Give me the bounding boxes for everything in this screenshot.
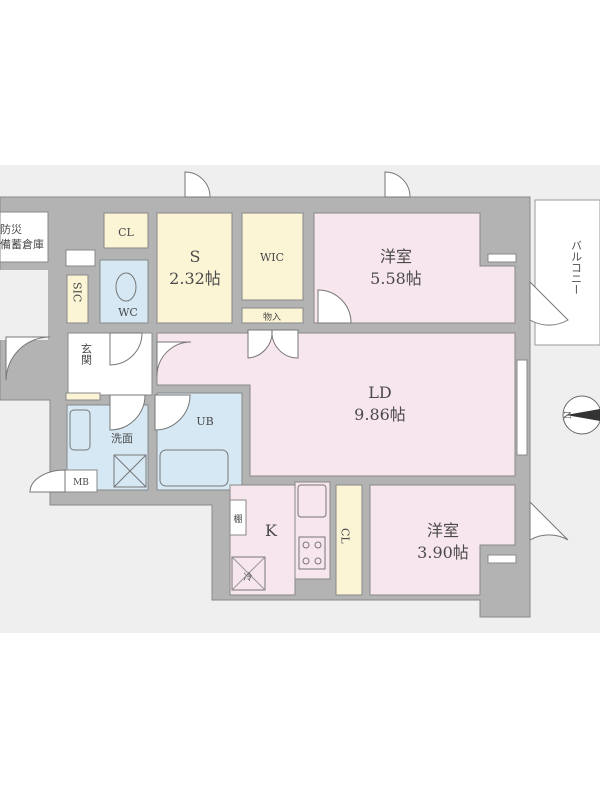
- western-room-1-size: 5.58帖: [370, 269, 422, 288]
- washing-machine-pan: [113, 454, 147, 488]
- service-room: [156, 212, 233, 324]
- door-s-window: [184, 171, 211, 198]
- shoe-step: [65, 392, 101, 401]
- ld-name: LD: [368, 383, 391, 402]
- door-mb[interactable]: [29, 469, 66, 493]
- storage-bosai: [0, 211, 49, 263]
- closet-bottom: [335, 484, 363, 596]
- kitchen-shelf: [229, 499, 247, 536]
- storage-monoire-label: 物入: [263, 311, 281, 323]
- western-room-1-name: 洋室: [380, 247, 412, 266]
- window-ld: [516, 359, 528, 456]
- fridge-space: [231, 556, 266, 591]
- sic: [66, 274, 89, 324]
- living-dining: [156, 332, 516, 477]
- compass-label: N: [564, 411, 574, 419]
- closet-bottom-label: CL: [339, 528, 352, 544]
- door-ub[interactable]: [154, 394, 191, 431]
- entrance-label: 玄関: [80, 342, 93, 365]
- ub-label: UB: [196, 415, 213, 428]
- wic: [241, 212, 304, 301]
- sic-label: SIC: [71, 282, 84, 302]
- shelf: [65, 249, 96, 267]
- western-room-2-name: 洋室: [427, 521, 459, 540]
- western-room-1: [313, 212, 516, 324]
- door-wc[interactable]: [109, 332, 143, 366]
- wc: [99, 259, 149, 324]
- wic-label: WIC: [260, 251, 284, 264]
- toilet-icon: [115, 272, 137, 302]
- doors: [5, 171, 569, 541]
- window-2: [487, 554, 517, 564]
- fridge-label: 冷: [243, 571, 252, 583]
- service-room-name: S: [190, 247, 201, 266]
- service-room-size: 2.32帖: [169, 269, 221, 288]
- compass-icon: [562, 395, 600, 435]
- door-western2-window[interactable]: [529, 500, 569, 541]
- western-room-2-size: 3.90帖: [417, 543, 469, 562]
- door-western1[interactable]: [317, 289, 352, 324]
- door-balcony[interactable]: [529, 280, 569, 326]
- wc-label: WC: [118, 306, 138, 319]
- storage-monoire: [241, 307, 304, 324]
- washroom-label: 洗面: [111, 432, 133, 445]
- door-western1-window: [384, 171, 411, 198]
- door-monoire[interactable]: [247, 329, 299, 359]
- western-room-2: [369, 484, 516, 596]
- fridge-cross: [231, 556, 266, 591]
- ld-size: 9.86帖: [354, 405, 406, 424]
- front-door[interactable]: [5, 336, 51, 381]
- kitchen-label: K: [265, 521, 278, 540]
- corridor: [0, 270, 48, 340]
- storage-bosai-label-1: 防災: [0, 222, 22, 236]
- window-1: [487, 253, 517, 263]
- mb-label: MB: [73, 478, 89, 488]
- kitchen-shelf-label: 棚: [233, 513, 242, 525]
- stove-icon: [298, 536, 326, 570]
- closet-top: [103, 212, 149, 249]
- kitchen-sink-icon: [297, 484, 327, 518]
- door-washroom[interactable]: [109, 394, 146, 431]
- washing-machine-cross: [113, 454, 147, 488]
- kitchen-counter: [294, 481, 331, 580]
- door-ld[interactable]: [156, 341, 192, 377]
- bathtub-icon: [159, 449, 229, 487]
- storage-bosai-label-2: 備蓄倉庫: [0, 237, 44, 251]
- balcony-label: バルコニー: [570, 240, 583, 295]
- sink-icon: [69, 409, 91, 451]
- closet-top-label: CL: [118, 226, 134, 239]
